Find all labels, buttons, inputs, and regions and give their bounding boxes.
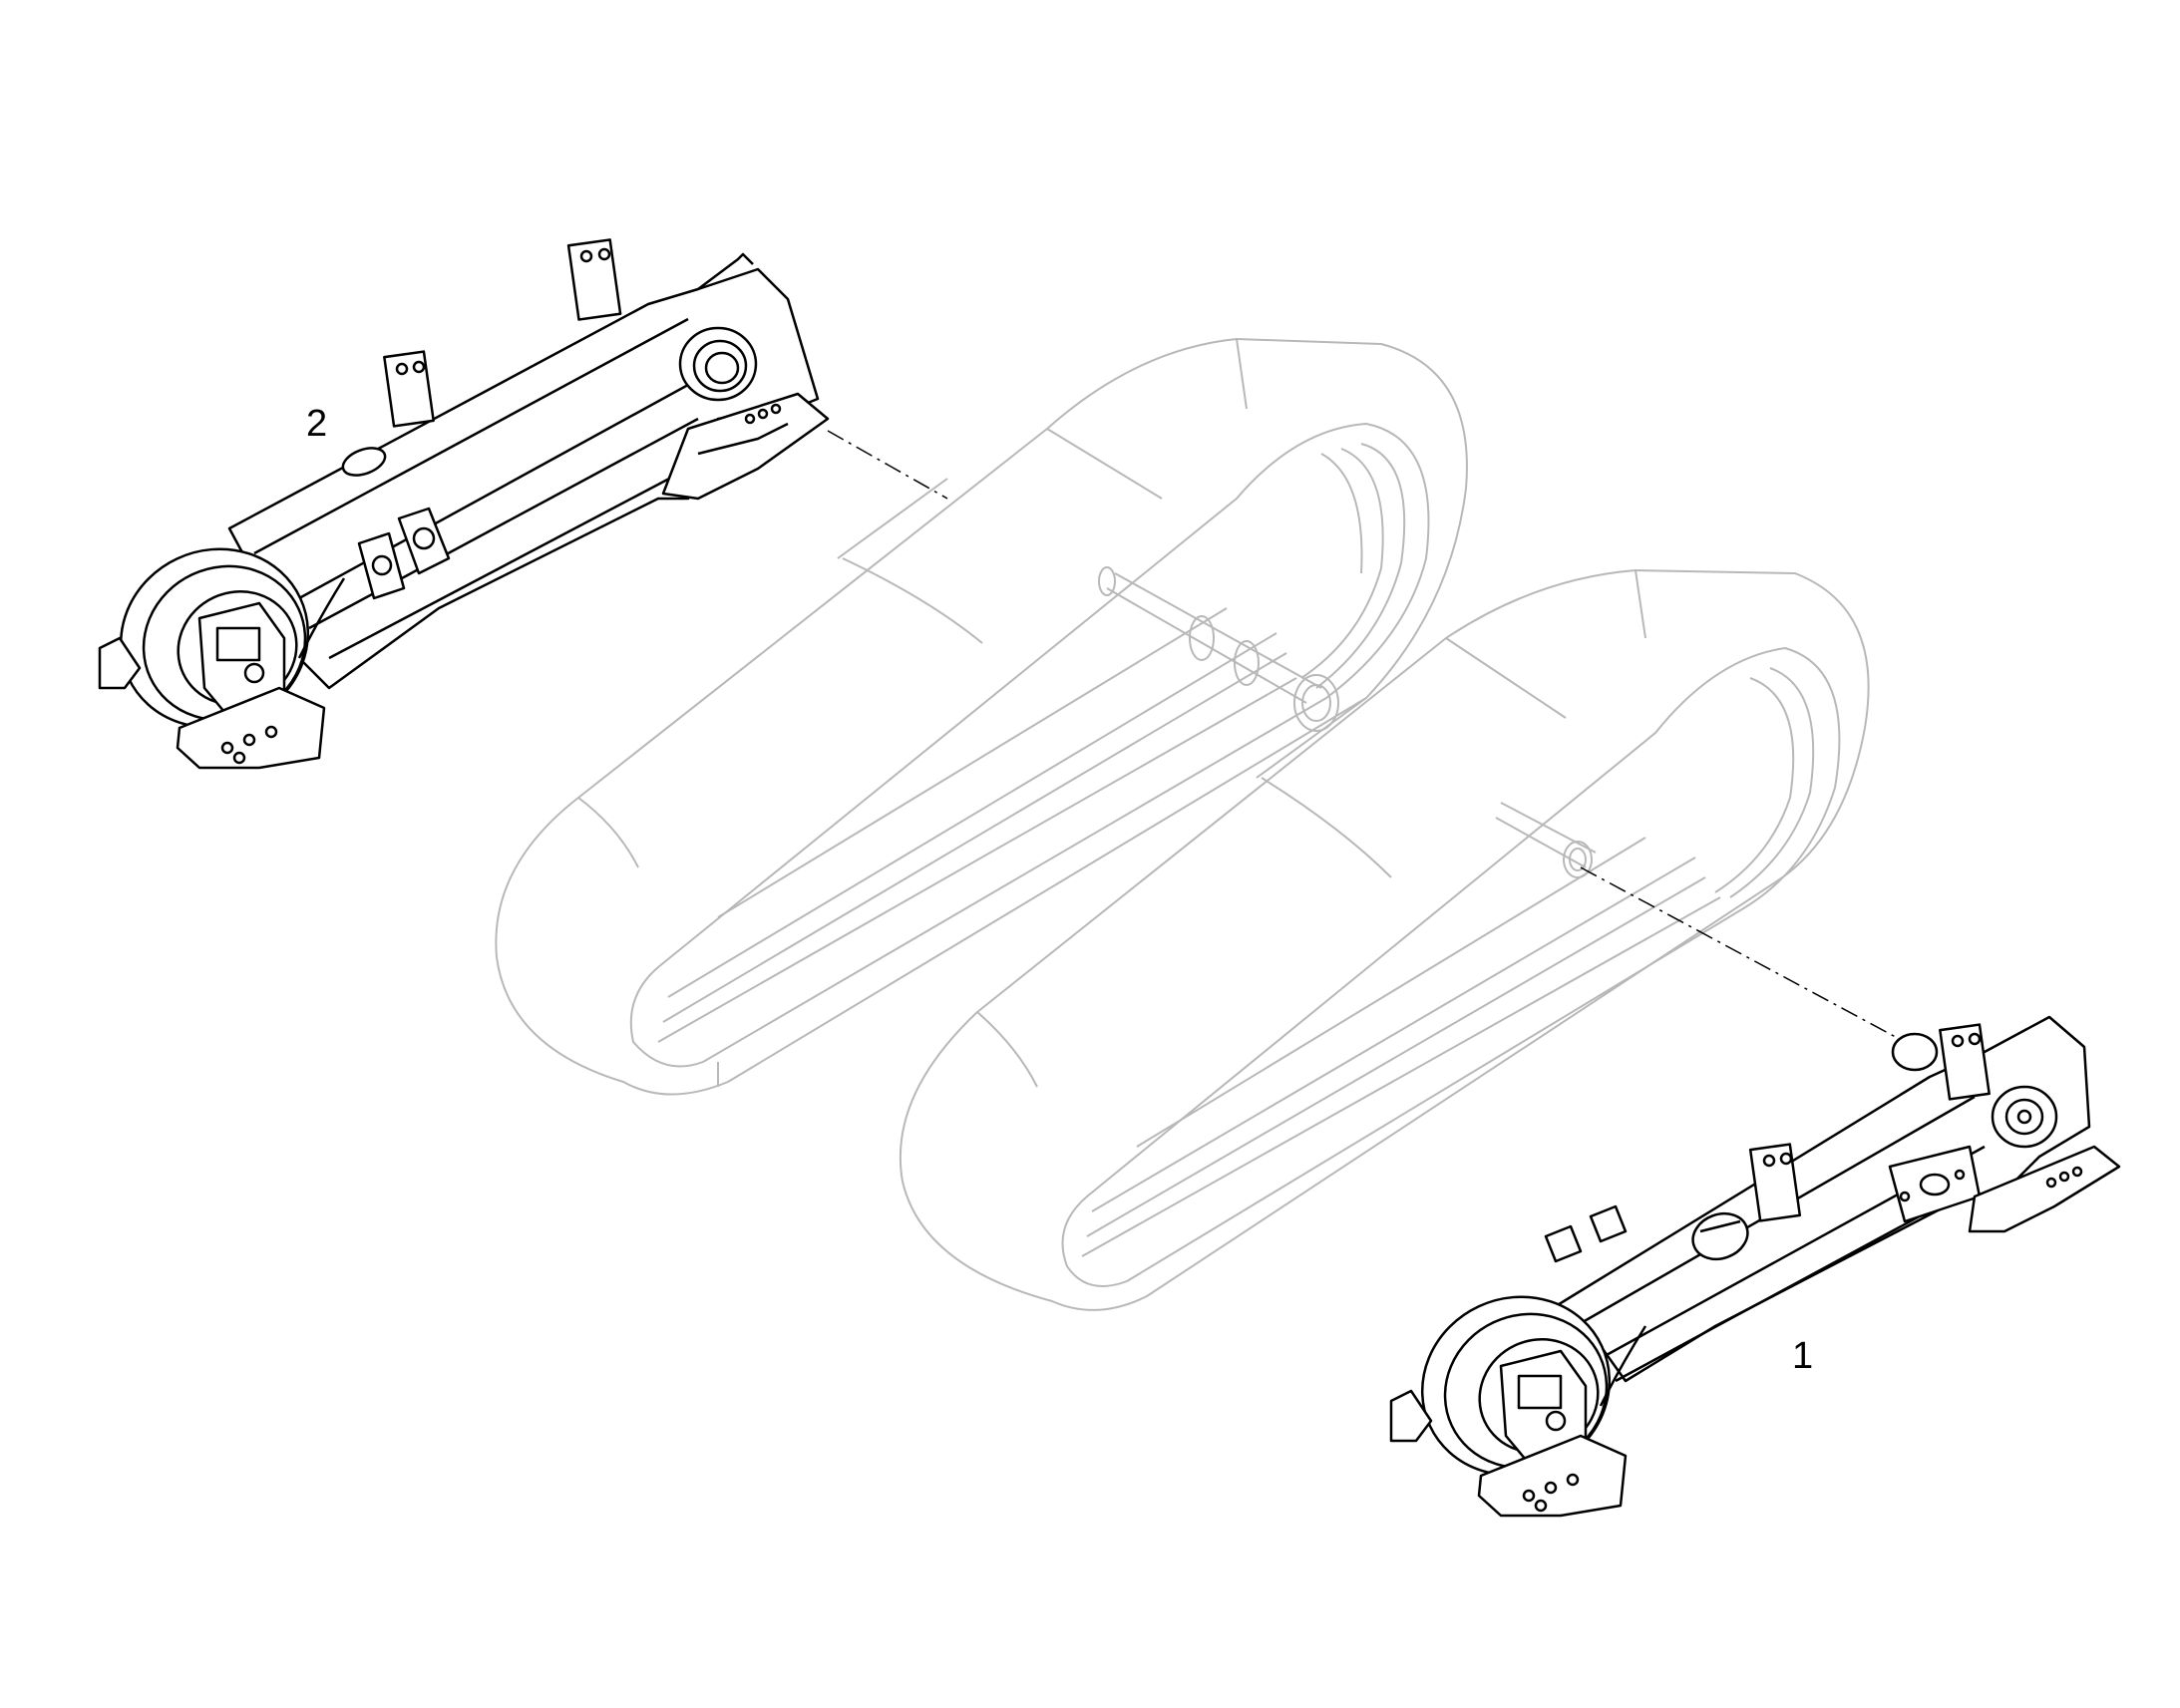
- left-track-belt: [495, 338, 1468, 1096]
- track-frame-part-2: [98, 238, 830, 770]
- callout-part-1: 1: [1792, 1335, 1813, 1377]
- callout-part-2: 2: [306, 403, 327, 445]
- center-line-part-2: [827, 430, 948, 500]
- right-track-belt: [899, 569, 1870, 1311]
- assembly-center-lines: [827, 430, 1906, 1043]
- track-frame-part-1: [1389, 1015, 2121, 1518]
- ghost-axle-shafts: [1098, 566, 1597, 878]
- ghost-track-assembly: [495, 338, 1870, 1311]
- center-line-part-1: [1580, 866, 1906, 1043]
